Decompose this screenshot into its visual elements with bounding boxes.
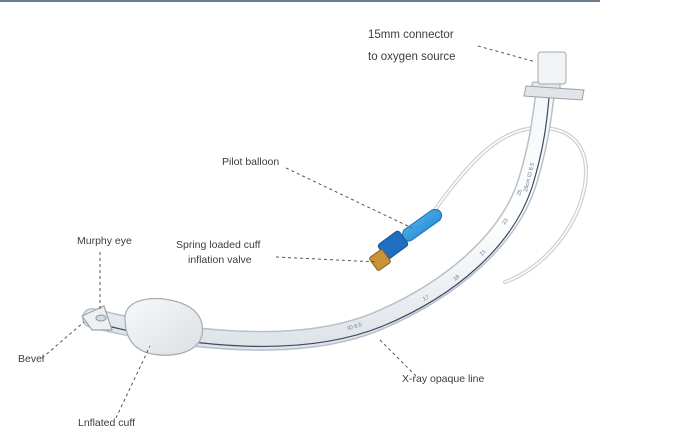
leader-valve [275, 256, 379, 263]
depth-mark-19: 19 [453, 274, 462, 282]
valve-label: Spring loaded cuff inflation valve [176, 238, 260, 268]
connector-label-line1: 15mm connector [368, 29, 454, 41]
header-rule [0, 0, 600, 2]
pilot-balloon-label: Pilot balloon [222, 156, 280, 168]
inflation-valve [369, 230, 409, 271]
leader-bevel [41, 321, 85, 359]
tube-size-marking: ID 6.5 [347, 322, 363, 332]
inflated-cuff [124, 297, 204, 356]
leader-xray [379, 339, 417, 377]
valve-label-line2: inflation valve [188, 254, 252, 266]
leader-pilot-balloon [285, 167, 413, 229]
depth-mark-23: 23 [502, 218, 510, 226]
murphy-eye-hole [95, 314, 107, 322]
depth-mark-17: 17 [422, 294, 430, 302]
xray-line-label: X-ray opaque line [402, 373, 485, 385]
bevel-label: Bevel [18, 353, 45, 365]
depth-mark-25: 25 [516, 189, 524, 197]
leader-cuff [115, 345, 151, 419]
depth-mark-21: 21 [479, 249, 488, 258]
leader-connector [477, 45, 537, 63]
murphy-eye-label: Murphy eye [77, 235, 132, 247]
pilot-balloon [401, 209, 443, 242]
xray-opaque-stripe [99, 97, 550, 348]
connector-label-line2: to oxygen source [368, 51, 456, 63]
connector-label: 15mm connector to oxygen source [368, 24, 456, 68]
inflated-cuff-label: Lnflated cuff [78, 417, 136, 429]
connector-15mm [523, 51, 585, 101]
valve-label-line1: Spring loaded cuff [176, 239, 261, 251]
